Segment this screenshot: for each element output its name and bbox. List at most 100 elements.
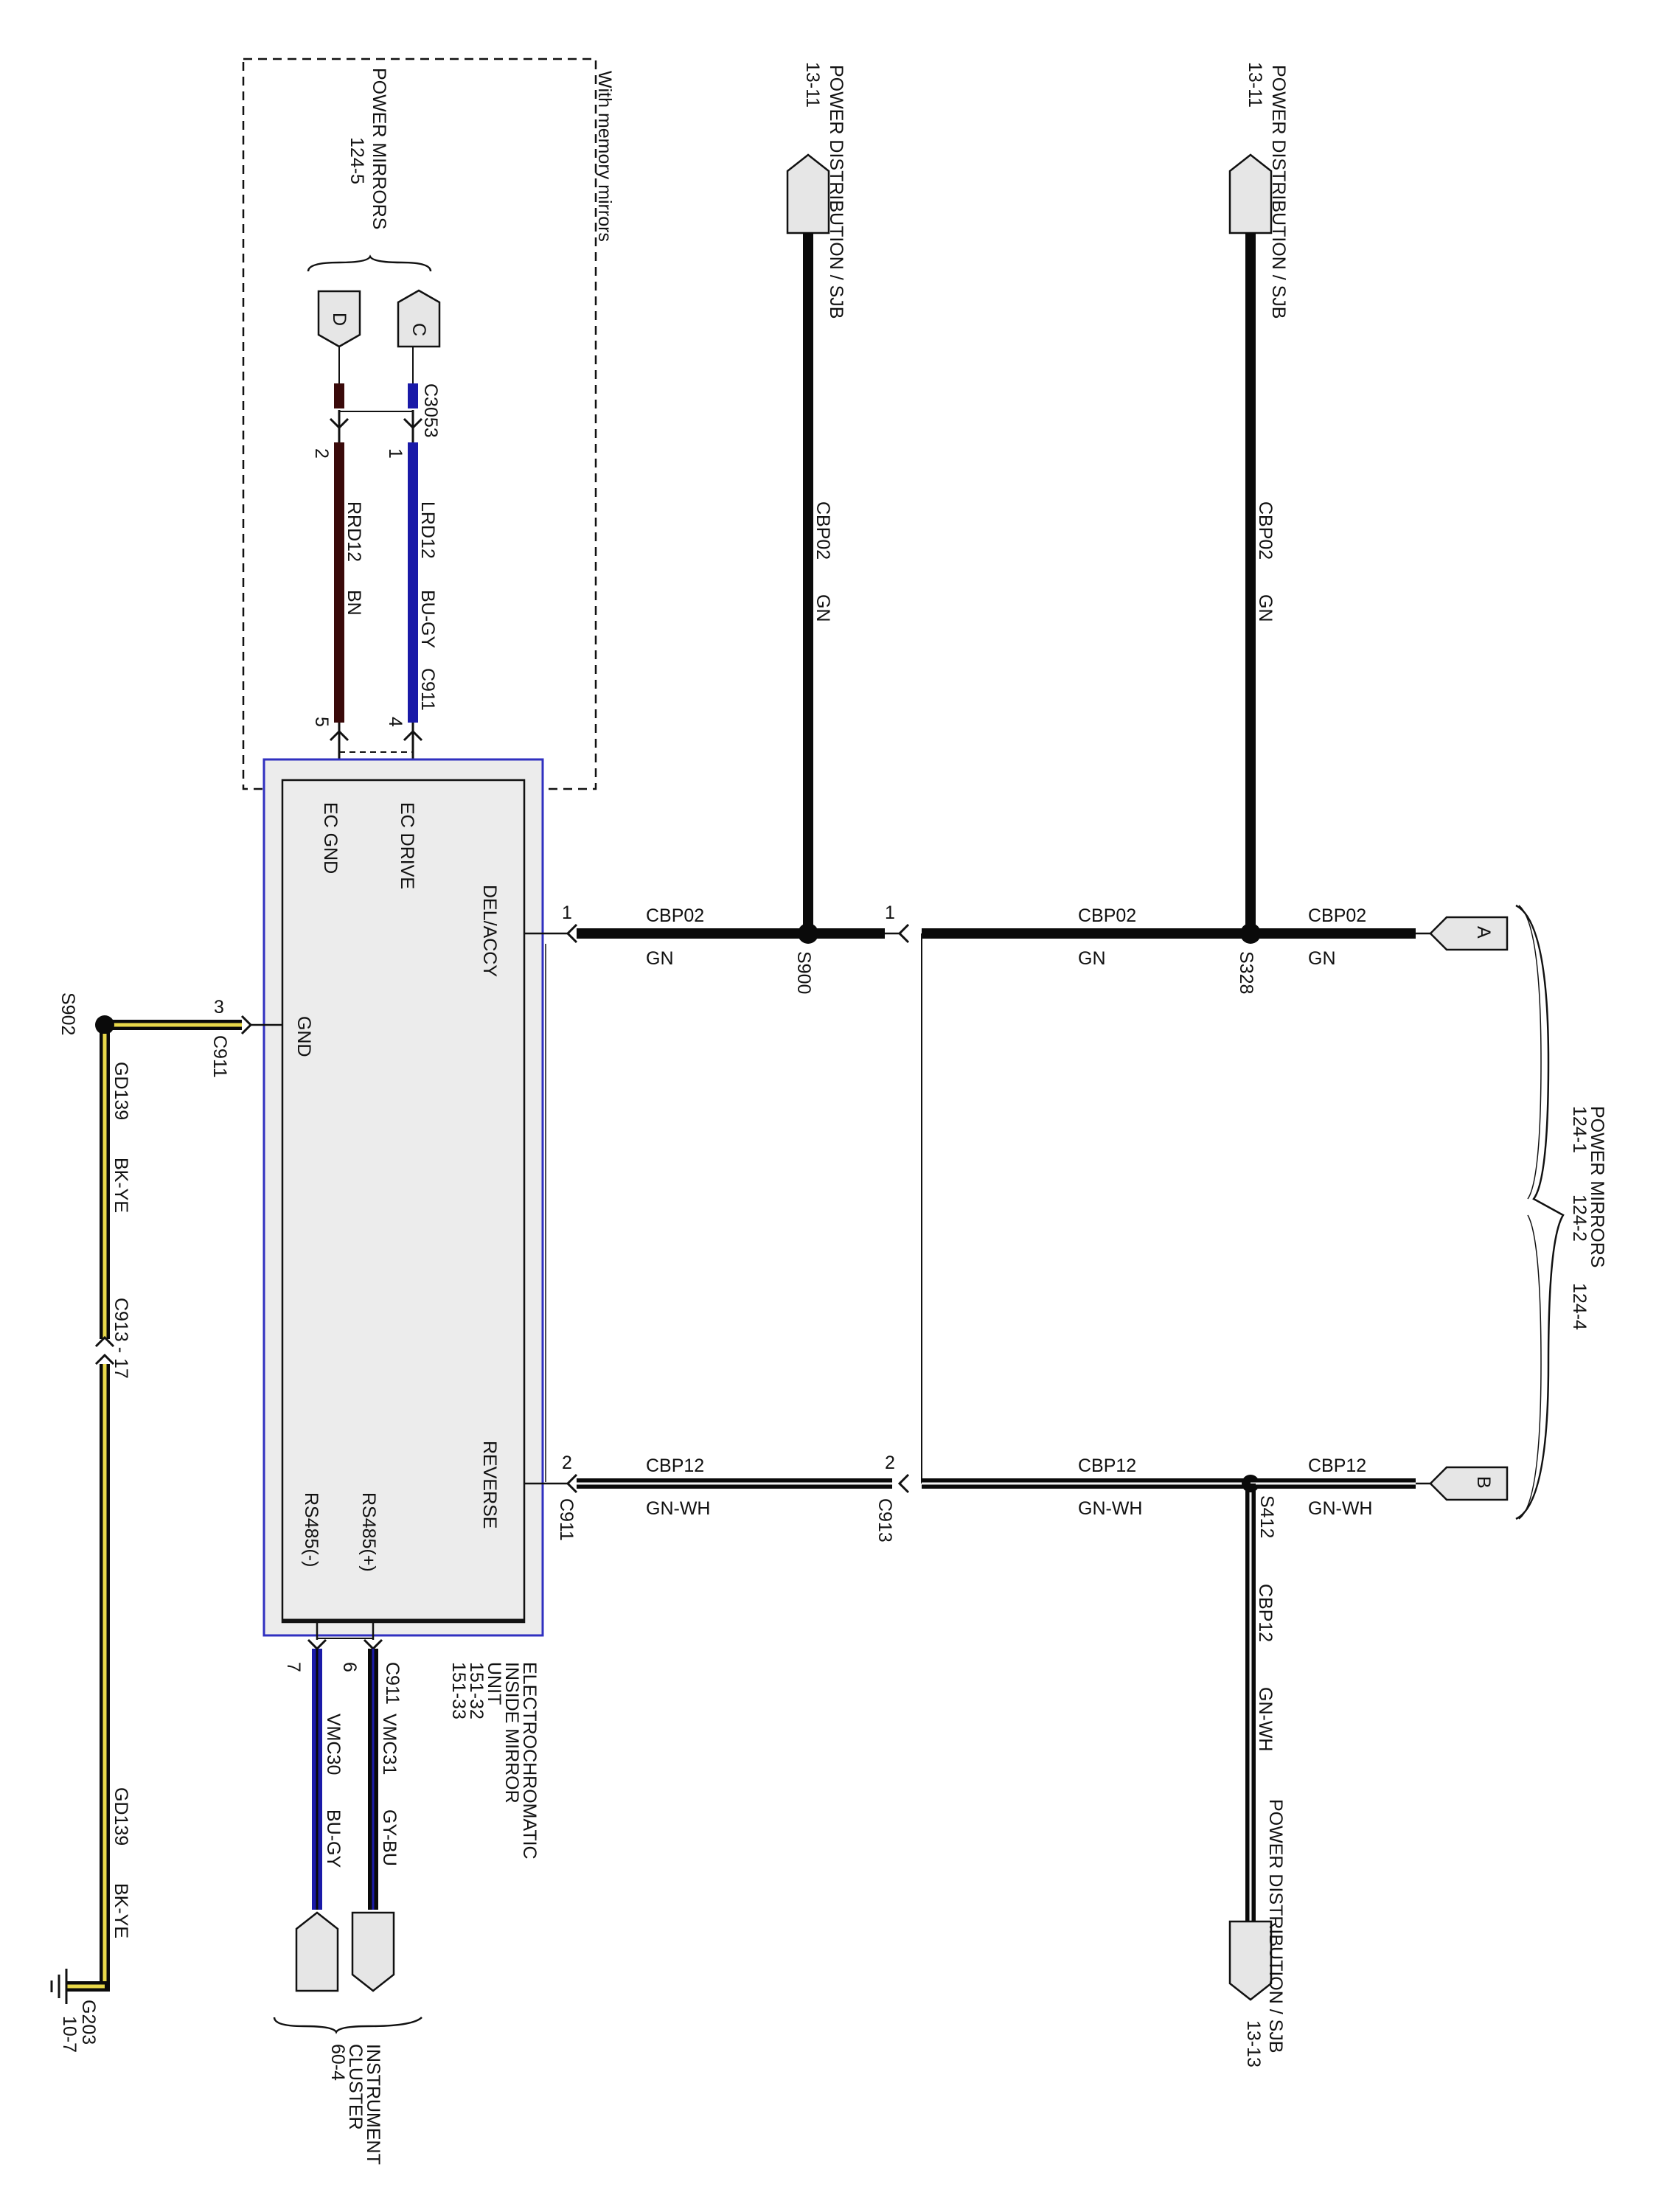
ground-c913-arrow-up [94,1335,115,1348]
splice-s902: S902 [58,992,78,1035]
module-pin-ec-gnd: EC GND [320,802,341,874]
cluster-pin7: 7 [283,1662,304,1672]
row-a-seg3-color: GN [1308,948,1336,969]
row-a-pin1-mid: 1 [885,902,895,923]
module-pin-gnd: GND [293,1016,314,1057]
row-a-seg2-circuit: CBP02 [1078,905,1136,926]
connector-a [1429,916,1509,951]
power-mirrors-right-ref3: 124-4 [1569,1283,1590,1330]
cluster-title-line2: CLUSTER [345,2044,366,2130]
row-b-seg2-circuit: CBP12 [1078,1455,1136,1476]
connector-a-label: A [1473,926,1494,939]
row-a-c913-arrow [897,923,910,944]
pdist-top-left-ref: 13-11 [802,62,823,108]
power-mirrors-124-5-bracket [307,254,432,272]
row-b-seg3-circuit: CBP12 [1308,1455,1366,1476]
splice-s412: S412 [1256,1495,1277,1538]
connector-b-label: B [1473,1476,1494,1489]
row-b-pin2-left: 2 [562,1453,572,1473]
c911-pin5: 5 [311,717,332,727]
row-a-pin1-left: 1 [562,902,572,923]
row-a-seg2-color: GN [1078,948,1106,969]
row-b-connector-c913: C913 [874,1498,895,1543]
wire-vmc30-color: BU-GY [323,1809,344,1868]
pdist-bottom-right-title: POWER DISTRIBUTION / SJB [1265,1799,1286,2053]
ground-wire-circuit-upper: GD139 [111,1062,131,1120]
pdist-bottom-right-connector [1228,1920,1273,2001]
cluster-pin6: 6 [339,1662,360,1672]
module-name-line3: UNIT [484,1662,504,1705]
row-b-seg1-circuit: CBP12 [646,1455,704,1476]
memory-pin-c: C [408,323,429,336]
row-a-seg1-circuit: CBP02 [646,905,704,926]
connector-c3053-label: C3053 [420,383,441,438]
ground-pin3-arrow [240,1015,253,1035]
wire-pdist-top-left-color: GN [813,594,833,622]
row-b-seg2-color: GN-WH [1078,1498,1142,1519]
c3053-pin1: 1 [385,448,406,459]
memory-stub-blue [408,383,418,408]
ground-pin3: 3 [214,997,224,1018]
splice-s328: S328 [1236,951,1256,994]
module-pin-reverse: REVERSE [479,1441,500,1528]
cluster-title-line1: INSTRUMENT [363,2044,383,2165]
wire-pdist-bottom-right-circuit: CBP12 [1255,1584,1276,1642]
power-mirrors-124-5-ref: 124-5 [347,137,367,184]
cluster-connector-vmc31 [351,1911,395,1992]
pdist-bottom-right-ref: 13-13 [1243,2020,1264,2067]
wire-rrd12-color: BN [344,590,364,616]
row-a-pin1-arrow [566,923,578,944]
pdist-top-left-title: POWER DISTRIBUTION / SJB [826,65,846,319]
connector-c911-memory: C911 [417,668,438,711]
pdist-top-right-title: POWER DISTRIBUTION / SJB [1268,65,1289,319]
ground-connector-c911: C911 [209,1035,230,1078]
power-mirrors-124-5-title: POWER MIRRORS [369,68,389,229]
power-mirrors-right-bracket-inner [1518,905,1542,1520]
row-b-seg1-color: GN-WH [646,1498,710,1519]
ground-c913-arrow-down [94,1353,115,1366]
connector-b [1429,1466,1509,1501]
c3053-pin1-arrow [403,410,423,442]
cluster-ref: 60-4 [327,2044,348,2081]
wire-lrd12-color: BU-GY [417,590,438,649]
wire-pdist-bottom-right-color: GN-WH [1255,1687,1276,1751]
c911-pin4: 4 [385,717,406,727]
memory-connector-c [397,289,441,348]
memory-connector-d [317,290,361,348]
cluster-pin6-arrow [363,1638,383,1651]
row-b-pin2-arrow [566,1473,578,1494]
row-a-seg3-circuit: CBP02 [1308,905,1366,926]
power-mirrors-right-ref1: 124-1 [1569,1106,1590,1153]
memory-pin-d: D [329,313,349,326]
wire-vmc31-circuit: VMC31 [379,1714,400,1775]
row-b-connector-c911: C911 [556,1498,577,1541]
module-pin-ec-drive: EC DRIVE [397,802,417,889]
pdist-top-right-connector [1228,153,1273,234]
pdist-top-left-connector [786,153,830,234]
ground-connector-c913-17: C913 - 17 [111,1298,131,1379]
wire-lrd12-circuit: LRD12 [417,501,438,559]
cluster-bracket [273,2017,422,2034]
splice-s900: S900 [793,951,814,994]
module-pin-del-accy: DEL/ACCY [479,885,500,977]
power-mirrors-right-title: POWER MIRRORS [1587,1106,1607,1267]
ground-wire-color-lower: BK-YE [111,1883,131,1938]
cluster-connector-vmc30 [295,1911,339,1992]
wire-rrd12-circuit: RRD12 [344,501,364,562]
ground-wire-circuit-lower: GD139 [111,1787,131,1846]
row-b-seg3-color: GN-WH [1308,1498,1372,1519]
power-mirrors-right-bracket [1515,904,1565,1520]
power-mirrors-right-ref2: 124-2 [1569,1194,1590,1242]
module-ref2: 151-33 [448,1662,469,1719]
row-a-seg1-color: GN [646,948,674,969]
pdist-top-right-ref: 13-11 [1245,62,1265,108]
ground-symbol-icon [50,1969,68,2004]
module-name-line1: ELECTROCHROMATIC [519,1662,540,1860]
ground-point-g203: G203 [78,2000,99,2045]
module-inner [281,779,526,1624]
ground-wire-color-upper: BK-YE [111,1158,131,1213]
wire-pdist-top-right-circuit: CBP02 [1255,501,1276,560]
memory-stub-brown [334,383,344,408]
wire-vmc31-color: GY-BU [379,1809,400,1866]
